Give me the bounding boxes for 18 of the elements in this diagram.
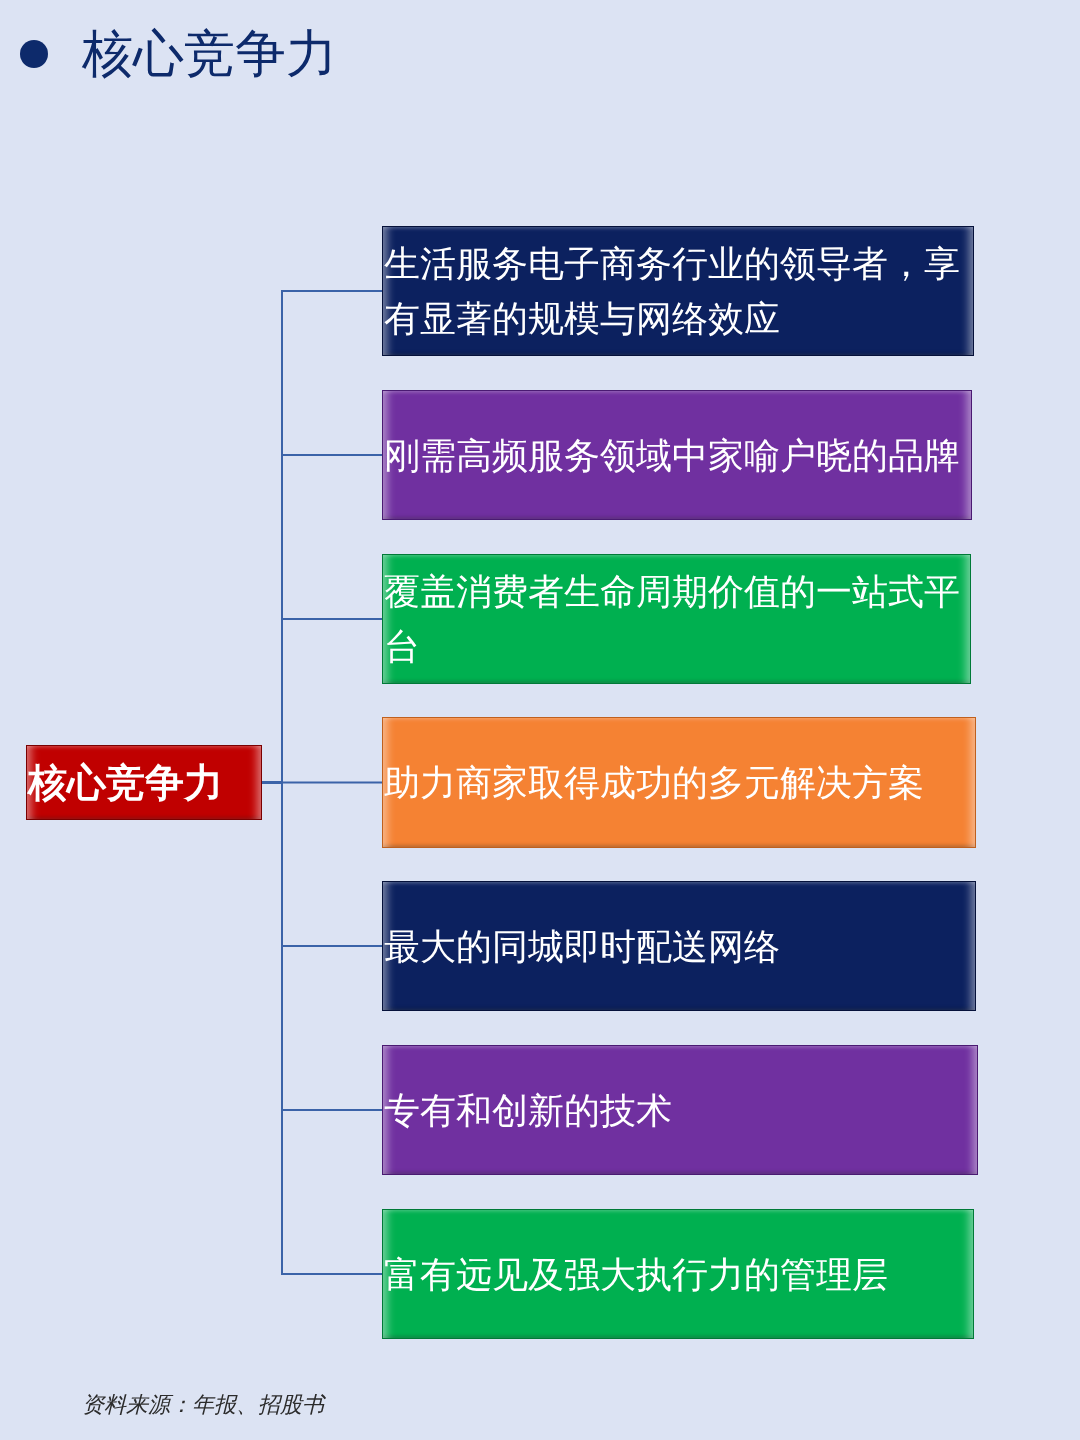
branch-box: [382, 390, 972, 520]
branch-box: [382, 1209, 974, 1339]
branch-box: [382, 881, 976, 1011]
branch-label: 专有和创新的技术: [384, 1088, 672, 1133]
branch-label: 生活服务电子商务行业的领导者，享有显著的规模与网络效应: [384, 242, 961, 341]
branch-label: 富有远见及强大执行力的管理层: [384, 1252, 888, 1297]
branch-label: 覆盖消费者生命周期价值的一站式平台: [384, 570, 961, 669]
branch-label: 最大的同城即时配送网络: [384, 924, 780, 969]
branch-label: 刚需高频服务领域中家喻户晓的品牌: [384, 433, 960, 478]
central-topic-box: [26, 745, 262, 820]
branch-box: [382, 554, 971, 684]
branch-label: 助力商家取得成功的多元解决方案: [384, 761, 924, 805]
branch-box: [382, 717, 976, 848]
page-title: 核心竞争力: [82, 23, 337, 85]
topic-label: 核心竞争力: [28, 759, 223, 807]
branch-box: [382, 1045, 978, 1175]
source-note: 资料来源：年报、招股书: [82, 1391, 324, 1419]
branch-box: [382, 226, 974, 356]
